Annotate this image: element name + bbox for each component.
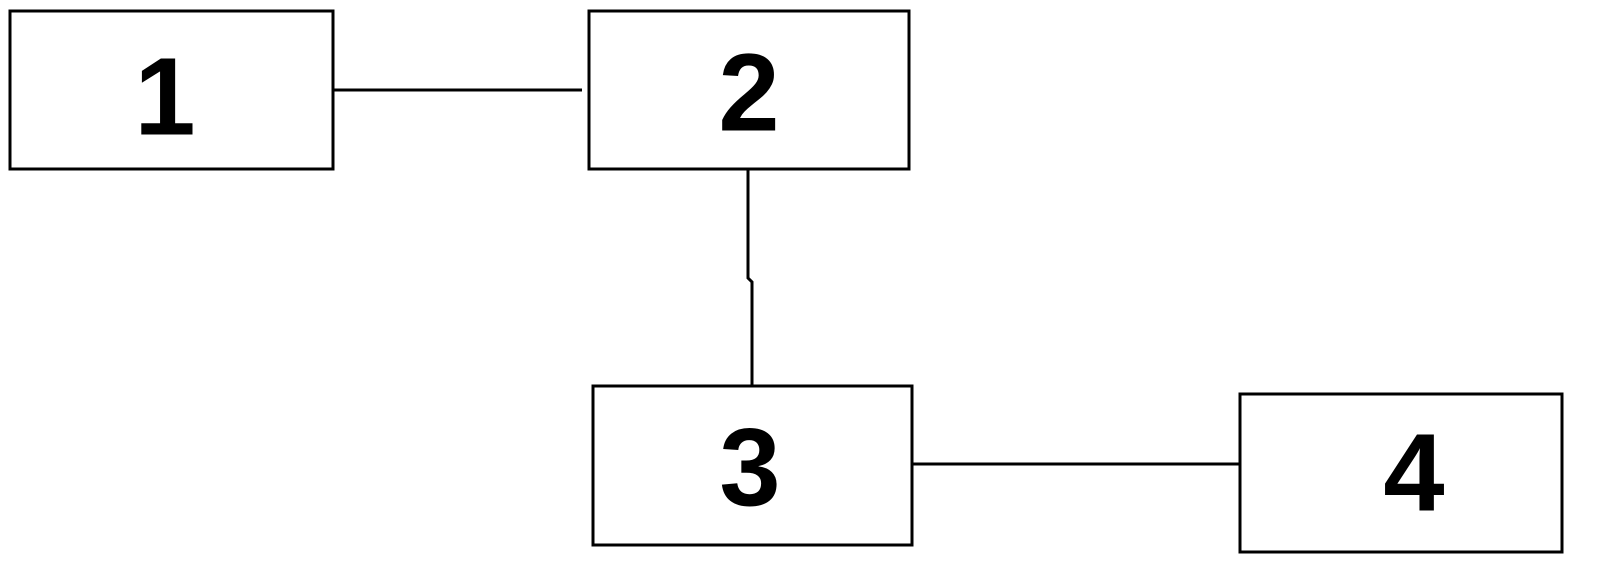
block-3: 3 [591, 384, 914, 547]
block-1-label: 1 [134, 36, 195, 159]
block-2-label: 2 [718, 32, 779, 155]
block-1: 1 [8, 9, 335, 171]
block-3-label: 3 [719, 407, 780, 530]
block-4: 4 [1238, 392, 1564, 554]
edge-2-to-3 [746, 170, 754, 386]
block-2: 2 [587, 9, 911, 171]
block-4-label: 4 [1383, 412, 1444, 535]
